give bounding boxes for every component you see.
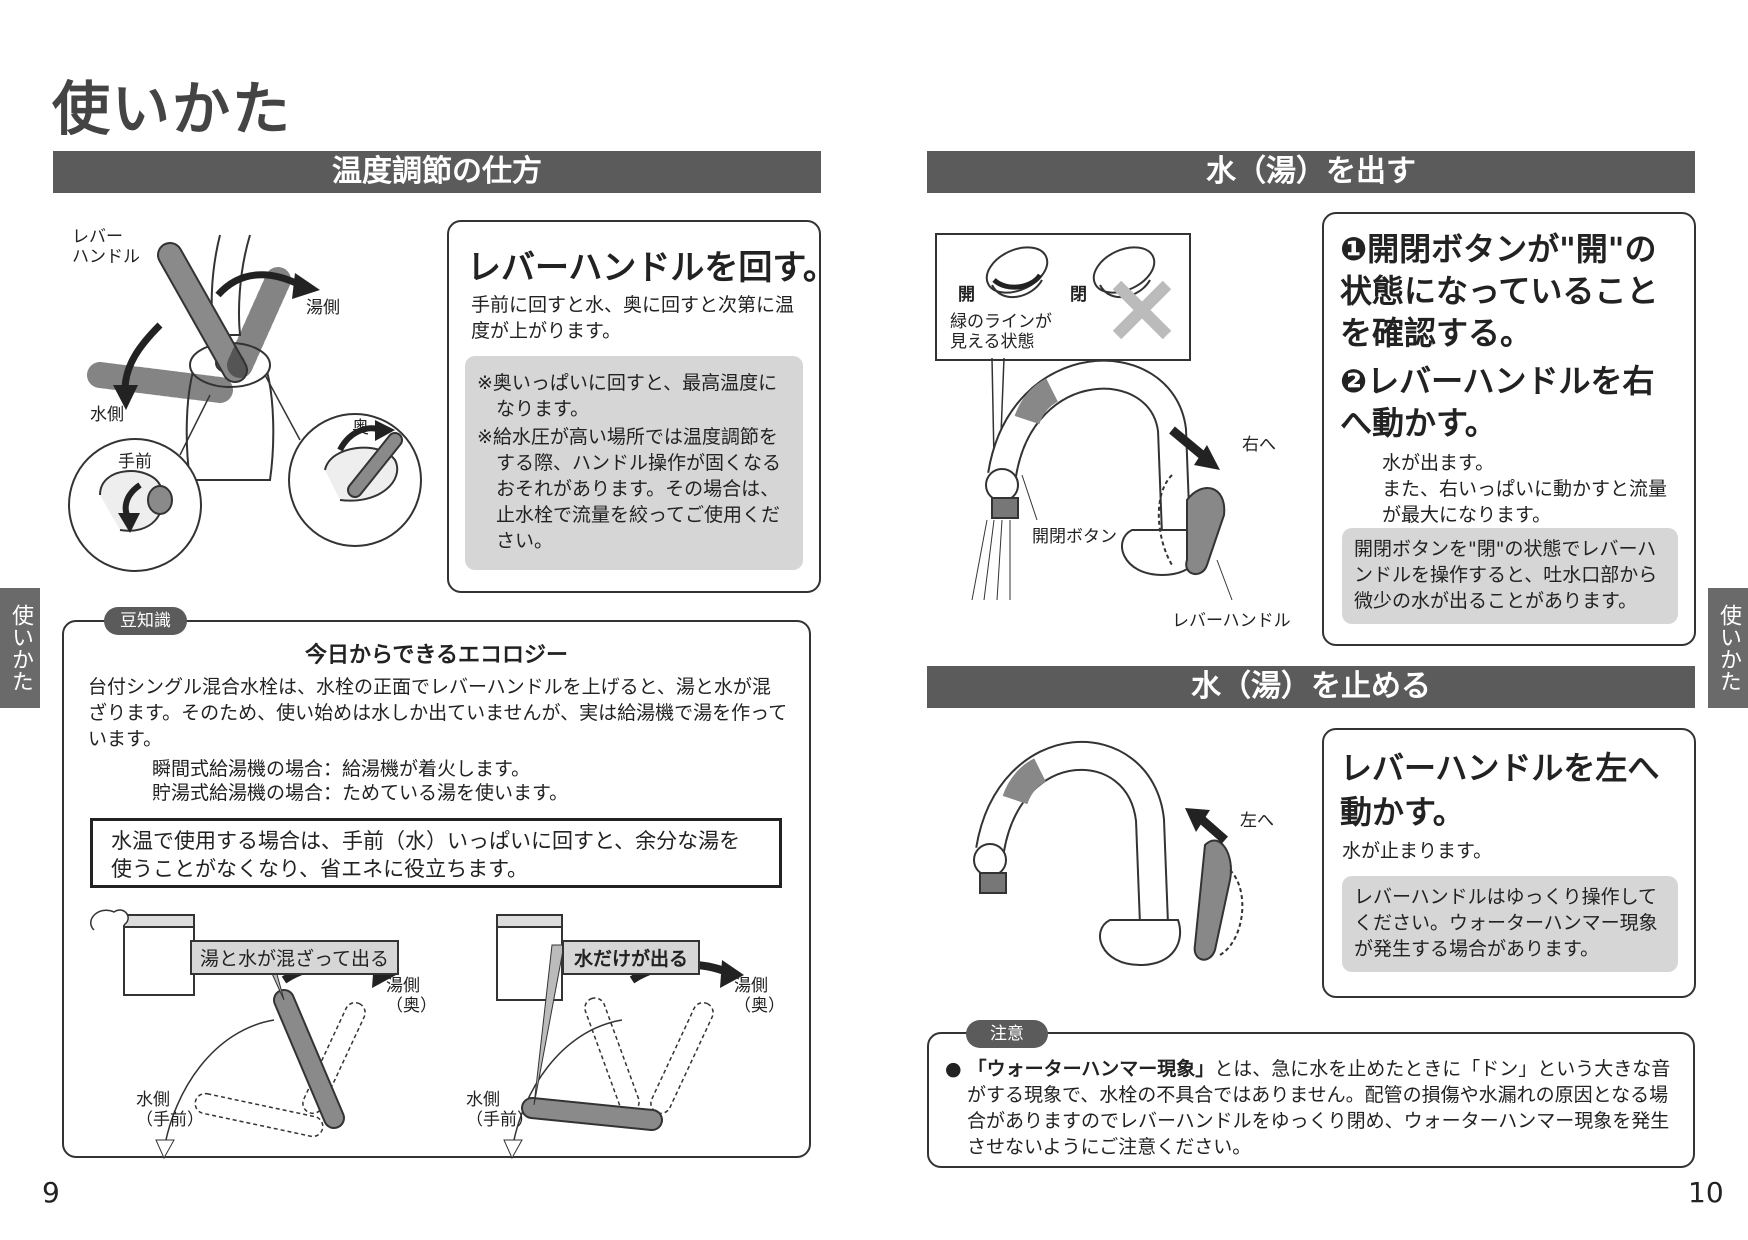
tips-title: 今日からできるエコロジー <box>305 643 568 668</box>
turn-off-box: レバーハンドルを左へ動かす。 水が止まります。 レバーハンドルはゆっくり操作して… <box>1322 728 1696 998</box>
section-title-turn-on: 水（湯）を出す <box>927 151 1695 193</box>
label-open: 開 <box>958 285 975 305</box>
step-2-text: 水が出ます。 また、右いっぱいに動かすと流量が最大になります。 <box>1382 452 1668 526</box>
label-front: 手前 <box>118 452 152 472</box>
note-item: ※奥いっぱいに回すと、最高温度になります。 <box>477 372 778 420</box>
label-to-right: 右へ <box>1242 435 1276 455</box>
turn-on-steps-box: ❶開閉ボタンが"開"の状態になっていることを確認する。 ❷レバーハンドルを右へ動… <box>1322 212 1696 646</box>
step-2-note: 開閉ボタンを"閉"の状態でレバーハンドルを操作すると、吐水口部から微少の水が出る… <box>1342 528 1678 624</box>
faucet-temperature-diagram: レバー ハンドル 湯側 水側 手前 奥 <box>60 215 430 575</box>
step-1: ❶開閉ボタンが"開"の状態になっていることを確認する。 <box>1340 230 1659 352</box>
step-title-rotate: レバーハンドルを回す。 <box>467 248 837 288</box>
faucet-on-diagram: 開 閉 緑のラインが 見える状態 右へ 開閉ボタン レバーハンドル <box>932 230 1302 631</box>
faucet-off-illustration <box>973 740 1244 967</box>
label-water-front: 水側 （手前） <box>136 1090 204 1130</box>
water-only-label: 水だけが出る <box>562 940 701 975</box>
side-tab-right: 使いかた <box>1708 588 1748 708</box>
note-text: 開閉ボタンを"閉"の状態でレバーハンドルを操作すると、吐水口部から微少の水が出る… <box>1354 538 1658 612</box>
stop-text: 水が止まります。 <box>1342 840 1493 862</box>
tips-box: 今日からできるエコロジー 台付シングル混合水栓は、水栓の正面でレバーハンドルを上… <box>62 620 811 1160</box>
tips-body: 台付シングル混合水栓は、水栓の正面でレバーハンドルを上げると、湯と水が混ざります… <box>88 676 788 750</box>
step-text-rotate: 手前に回すと水、奥に回すと次第に温度が上がります。 <box>471 294 795 342</box>
caution-box: ● 「ウォーターハンマー現象」とは、急に水を止めたときに「ドン」という大きな音が… <box>927 1032 1695 1168</box>
label-water-front: 水側 （手前） <box>466 1090 534 1130</box>
caution-badge: 注意 <box>966 1020 1048 1048</box>
side-tab-left: 使いかた <box>0 588 40 708</box>
faucet-on-illustration <box>935 233 1233 601</box>
label-closed: 閉 <box>1070 285 1087 305</box>
caution-body: とは、急に水を止めたときに「ドン」という大きな音がする現象で、水栓の不具合ではあ… <box>967 1058 1671 1158</box>
tips-highlight: 水温で使用する場合は、手前（水）いっぱいに回すと、余分な湯を使うことがなくなり、… <box>90 818 782 888</box>
tips-badge: 豆知識 <box>104 607 187 635</box>
note-item: ※給水圧が高い場所では温度調節をする際、ハンドル操作が固くなるおそれがあります。… <box>477 426 782 552</box>
label-hot-side: 湯側 <box>306 298 340 318</box>
rotate-notes: ※奥いっぱいに回すと、最高温度になります。 ※給水圧が高い場所では温度調節をする… <box>465 356 803 570</box>
lever-rotate-box: レバーハンドルを回す。 手前に回すと水、奥に回すと次第に温度が上がります。 ※奥… <box>447 220 837 593</box>
label-green-line: 緑のラインが 見える状態 <box>950 312 1052 352</box>
faucet-illustration <box>68 234 422 572</box>
note-text: レバーハンドルはゆっくり操作してください。ウォーターハンマー現象が発生する場合が… <box>1354 886 1658 960</box>
faucet-off-diagram: 左へ <box>960 740 1290 990</box>
caution-text: ● 「ウォーターハンマー現象」とは、急に水を止めたときに「ドン」という大きな音が… <box>945 1058 1671 1158</box>
stop-note: レバーハンドルはゆっくり操作してください。ウォーターハンマー現象が発生する場合が… <box>1342 876 1678 972</box>
mixed-label: 湯と水が混ざって出る <box>190 940 400 975</box>
tips-row: 瞬間式給湯機の場合：給湯機が着火します。 <box>152 758 531 780</box>
label-lever-handle: レバー ハンドル <box>72 227 140 267</box>
water-only-diagram: 水だけが出る 湯側 （奥） 水側 （手前） <box>452 900 792 1160</box>
label-hot-back: 湯側 （奥） <box>734 976 785 1016</box>
label-water-side: 水側 <box>90 405 124 425</box>
page-number-left: 9 <box>42 1176 60 1209</box>
label-open-close-button: 開閉ボタン <box>1032 527 1117 547</box>
label-hot-back: 湯側 （奥） <box>386 976 437 1016</box>
step-2: ❷レバーハンドルを右へ動かす。 <box>1340 362 1655 442</box>
mixed-water-illustration <box>90 909 396 1160</box>
label-to-left: 左へ <box>1240 811 1274 831</box>
section-title-temperature: 温度調節の仕方 <box>53 151 821 193</box>
label-back: 奥 <box>352 418 369 438</box>
section-title-turn-off: 水（湯）を止める <box>927 666 1695 708</box>
tips-row: 貯湯式給湯機の場合：ためている湯を使います。 <box>152 782 569 804</box>
stop-title: レバーハンドルを左へ動かす。 <box>1340 749 1660 831</box>
label-lever-handle-right: レバーハンドル <box>1172 611 1291 631</box>
caution-term: 「ウォーターハンマー現象」 <box>967 1058 1215 1080</box>
mixed-water-diagram: 湯と水が混ざって出る 湯側 （奥） 水側 （手前） <box>84 900 437 1160</box>
page-title: 使いかた <box>52 75 293 143</box>
page-number-right: 10 <box>1688 1176 1724 1209</box>
